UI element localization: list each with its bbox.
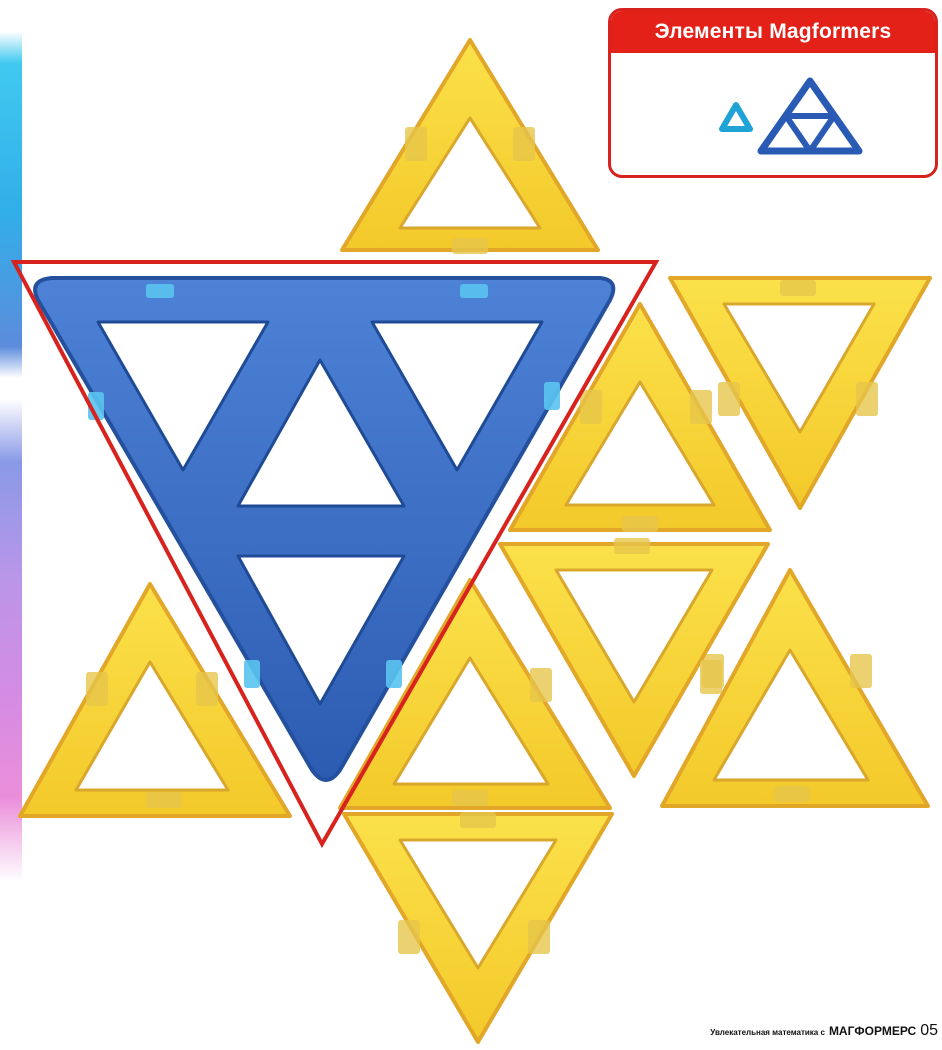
footer-brand: МАГФОРМЕРС [829, 1024, 916, 1038]
footer: Увлекательная математика с МАГФОРМЕРС 05 [710, 1022, 938, 1040]
legend-title: Элементы Magformers [611, 11, 935, 53]
yellow-triangle-bottom [344, 812, 612, 1042]
large-triangle-icon [761, 81, 859, 151]
footer-series: Увлекательная математика с [710, 1028, 825, 1037]
small-triangle-icon [722, 105, 750, 129]
yellow-triangle-top [342, 40, 598, 254]
legend-icons [611, 53, 935, 175]
page-number: 05 [920, 1022, 938, 1040]
legend-panel: Элементы Magformers [608, 8, 938, 178]
